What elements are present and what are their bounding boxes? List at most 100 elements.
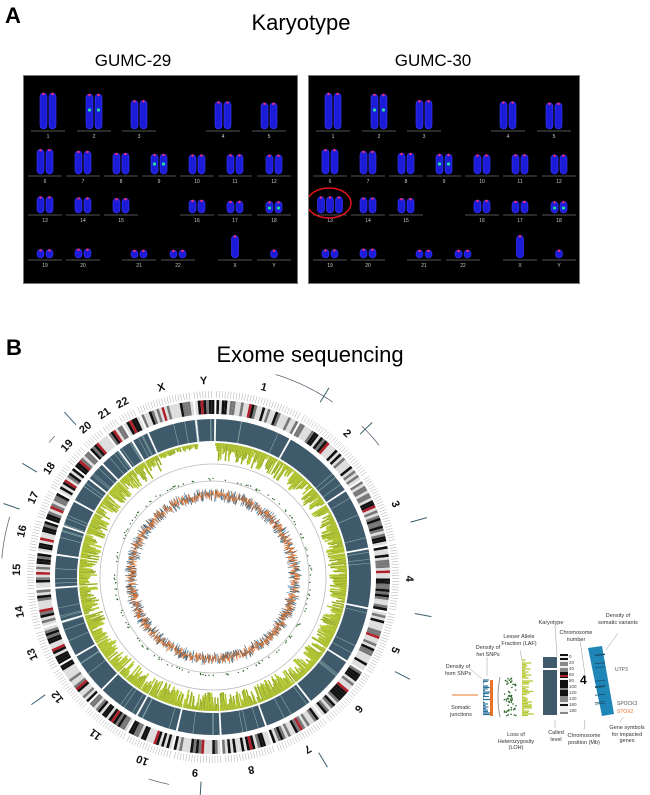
ideogram-band xyxy=(74,464,88,476)
ideogram-band xyxy=(119,425,130,439)
hom-snp-density xyxy=(276,528,280,532)
het-snp-density xyxy=(158,632,164,639)
hom-snp-density xyxy=(273,632,276,635)
hom-snp-density xyxy=(173,499,177,504)
hom-snp-density xyxy=(155,515,158,518)
hom-snp-density xyxy=(272,524,277,528)
het-snp-density xyxy=(127,595,134,598)
het-snp-density xyxy=(289,606,291,608)
hom-snp-density xyxy=(150,518,154,522)
telomere-signal xyxy=(115,198,118,201)
hom-snp-density xyxy=(281,612,286,616)
position-tick xyxy=(39,510,47,514)
chromosome-label: 4 xyxy=(507,134,510,140)
ideogram-band xyxy=(95,698,107,712)
ideogram-band xyxy=(55,492,70,502)
het-snp-density xyxy=(151,626,157,632)
hom-snp-density xyxy=(178,648,181,652)
hom-snp-density xyxy=(153,512,158,517)
hom-snp-density xyxy=(171,644,174,648)
position-tick xyxy=(33,623,41,627)
hom-snp-density xyxy=(133,595,138,597)
position-tick xyxy=(372,657,380,661)
hom-snp-density xyxy=(271,631,274,633)
hom-snp-density xyxy=(162,642,164,644)
het-snp-density xyxy=(275,629,278,631)
ideogram-band xyxy=(375,575,390,579)
loh-point xyxy=(124,534,127,536)
ideogram-band xyxy=(360,502,375,511)
hom-snp-density xyxy=(163,643,166,647)
position-tick xyxy=(233,392,235,400)
telomere-signal xyxy=(476,199,479,203)
loh-point xyxy=(296,625,298,627)
het-snp-density xyxy=(151,517,154,521)
ideogram-band xyxy=(374,593,390,598)
chromosome-label: 6 xyxy=(329,179,332,185)
het-snp-density xyxy=(243,653,245,656)
telomere-signal xyxy=(518,235,522,238)
position-tick xyxy=(70,691,76,697)
ideogram-band xyxy=(360,643,375,652)
position-tick xyxy=(246,394,249,402)
hom-snp-density xyxy=(175,646,178,651)
position-tick xyxy=(152,746,156,754)
loh-point xyxy=(300,533,302,536)
hom-snp-density xyxy=(229,496,231,500)
het-snp-density xyxy=(184,654,188,662)
chromosome-4 xyxy=(223,101,232,130)
het-snp-density xyxy=(242,494,246,501)
position-tick xyxy=(352,689,358,695)
loh-point xyxy=(309,589,311,591)
hom-snp-density xyxy=(136,605,138,607)
loh-point xyxy=(305,603,308,605)
hom-snp-density xyxy=(162,511,165,515)
position-tick xyxy=(357,682,364,688)
hom-snp-density xyxy=(234,498,238,504)
hom-snp-density xyxy=(143,527,147,530)
het-snp-density xyxy=(254,507,258,511)
het-snp-density xyxy=(250,506,255,513)
hom-snp-density xyxy=(289,595,293,597)
loh-point xyxy=(187,671,190,673)
called-level-breakpoint xyxy=(85,482,104,497)
loh-point xyxy=(306,549,308,551)
het-snp-density xyxy=(257,504,260,509)
het-snp-density xyxy=(160,637,164,641)
hom-snp-density xyxy=(294,565,299,568)
hom-snp-density xyxy=(144,624,147,627)
telomere-signal xyxy=(86,248,89,251)
hom-snp-density xyxy=(289,547,293,549)
het-snp-density xyxy=(270,517,272,519)
called-level-segment xyxy=(63,501,94,533)
hom-snp-density xyxy=(225,653,228,658)
ideogram-band xyxy=(93,444,106,457)
hom-snp-density xyxy=(147,526,151,530)
hom-snp-density xyxy=(156,514,159,516)
called-level-breakpoint xyxy=(192,711,196,734)
hom-snp-density xyxy=(157,639,160,643)
called-level-breakpoint xyxy=(109,457,125,475)
het-snp-density xyxy=(284,535,287,538)
hom-snp-density xyxy=(188,655,190,658)
loh-point xyxy=(285,642,287,644)
het-snp-density xyxy=(149,627,152,630)
het-snp-density xyxy=(146,621,152,626)
telomere-signal xyxy=(562,154,565,157)
ideogram-band xyxy=(51,502,65,512)
het-snp-density xyxy=(170,647,172,649)
position-tick xyxy=(346,453,353,459)
hom-snp-density xyxy=(294,563,298,566)
ideogram-band xyxy=(374,598,389,603)
het-snp-density xyxy=(159,514,162,518)
hom-snp-density xyxy=(268,636,273,641)
ideogram-band xyxy=(273,412,282,427)
hom-snp-density xyxy=(169,645,172,648)
het-snp-density xyxy=(280,614,285,617)
hom-snp-density xyxy=(281,621,284,624)
hom-snp-density xyxy=(260,511,264,516)
hom-snp-density xyxy=(170,645,173,648)
hom-snp-density xyxy=(146,629,151,634)
hom-snp-density xyxy=(287,553,292,556)
position-tick xyxy=(176,752,179,760)
